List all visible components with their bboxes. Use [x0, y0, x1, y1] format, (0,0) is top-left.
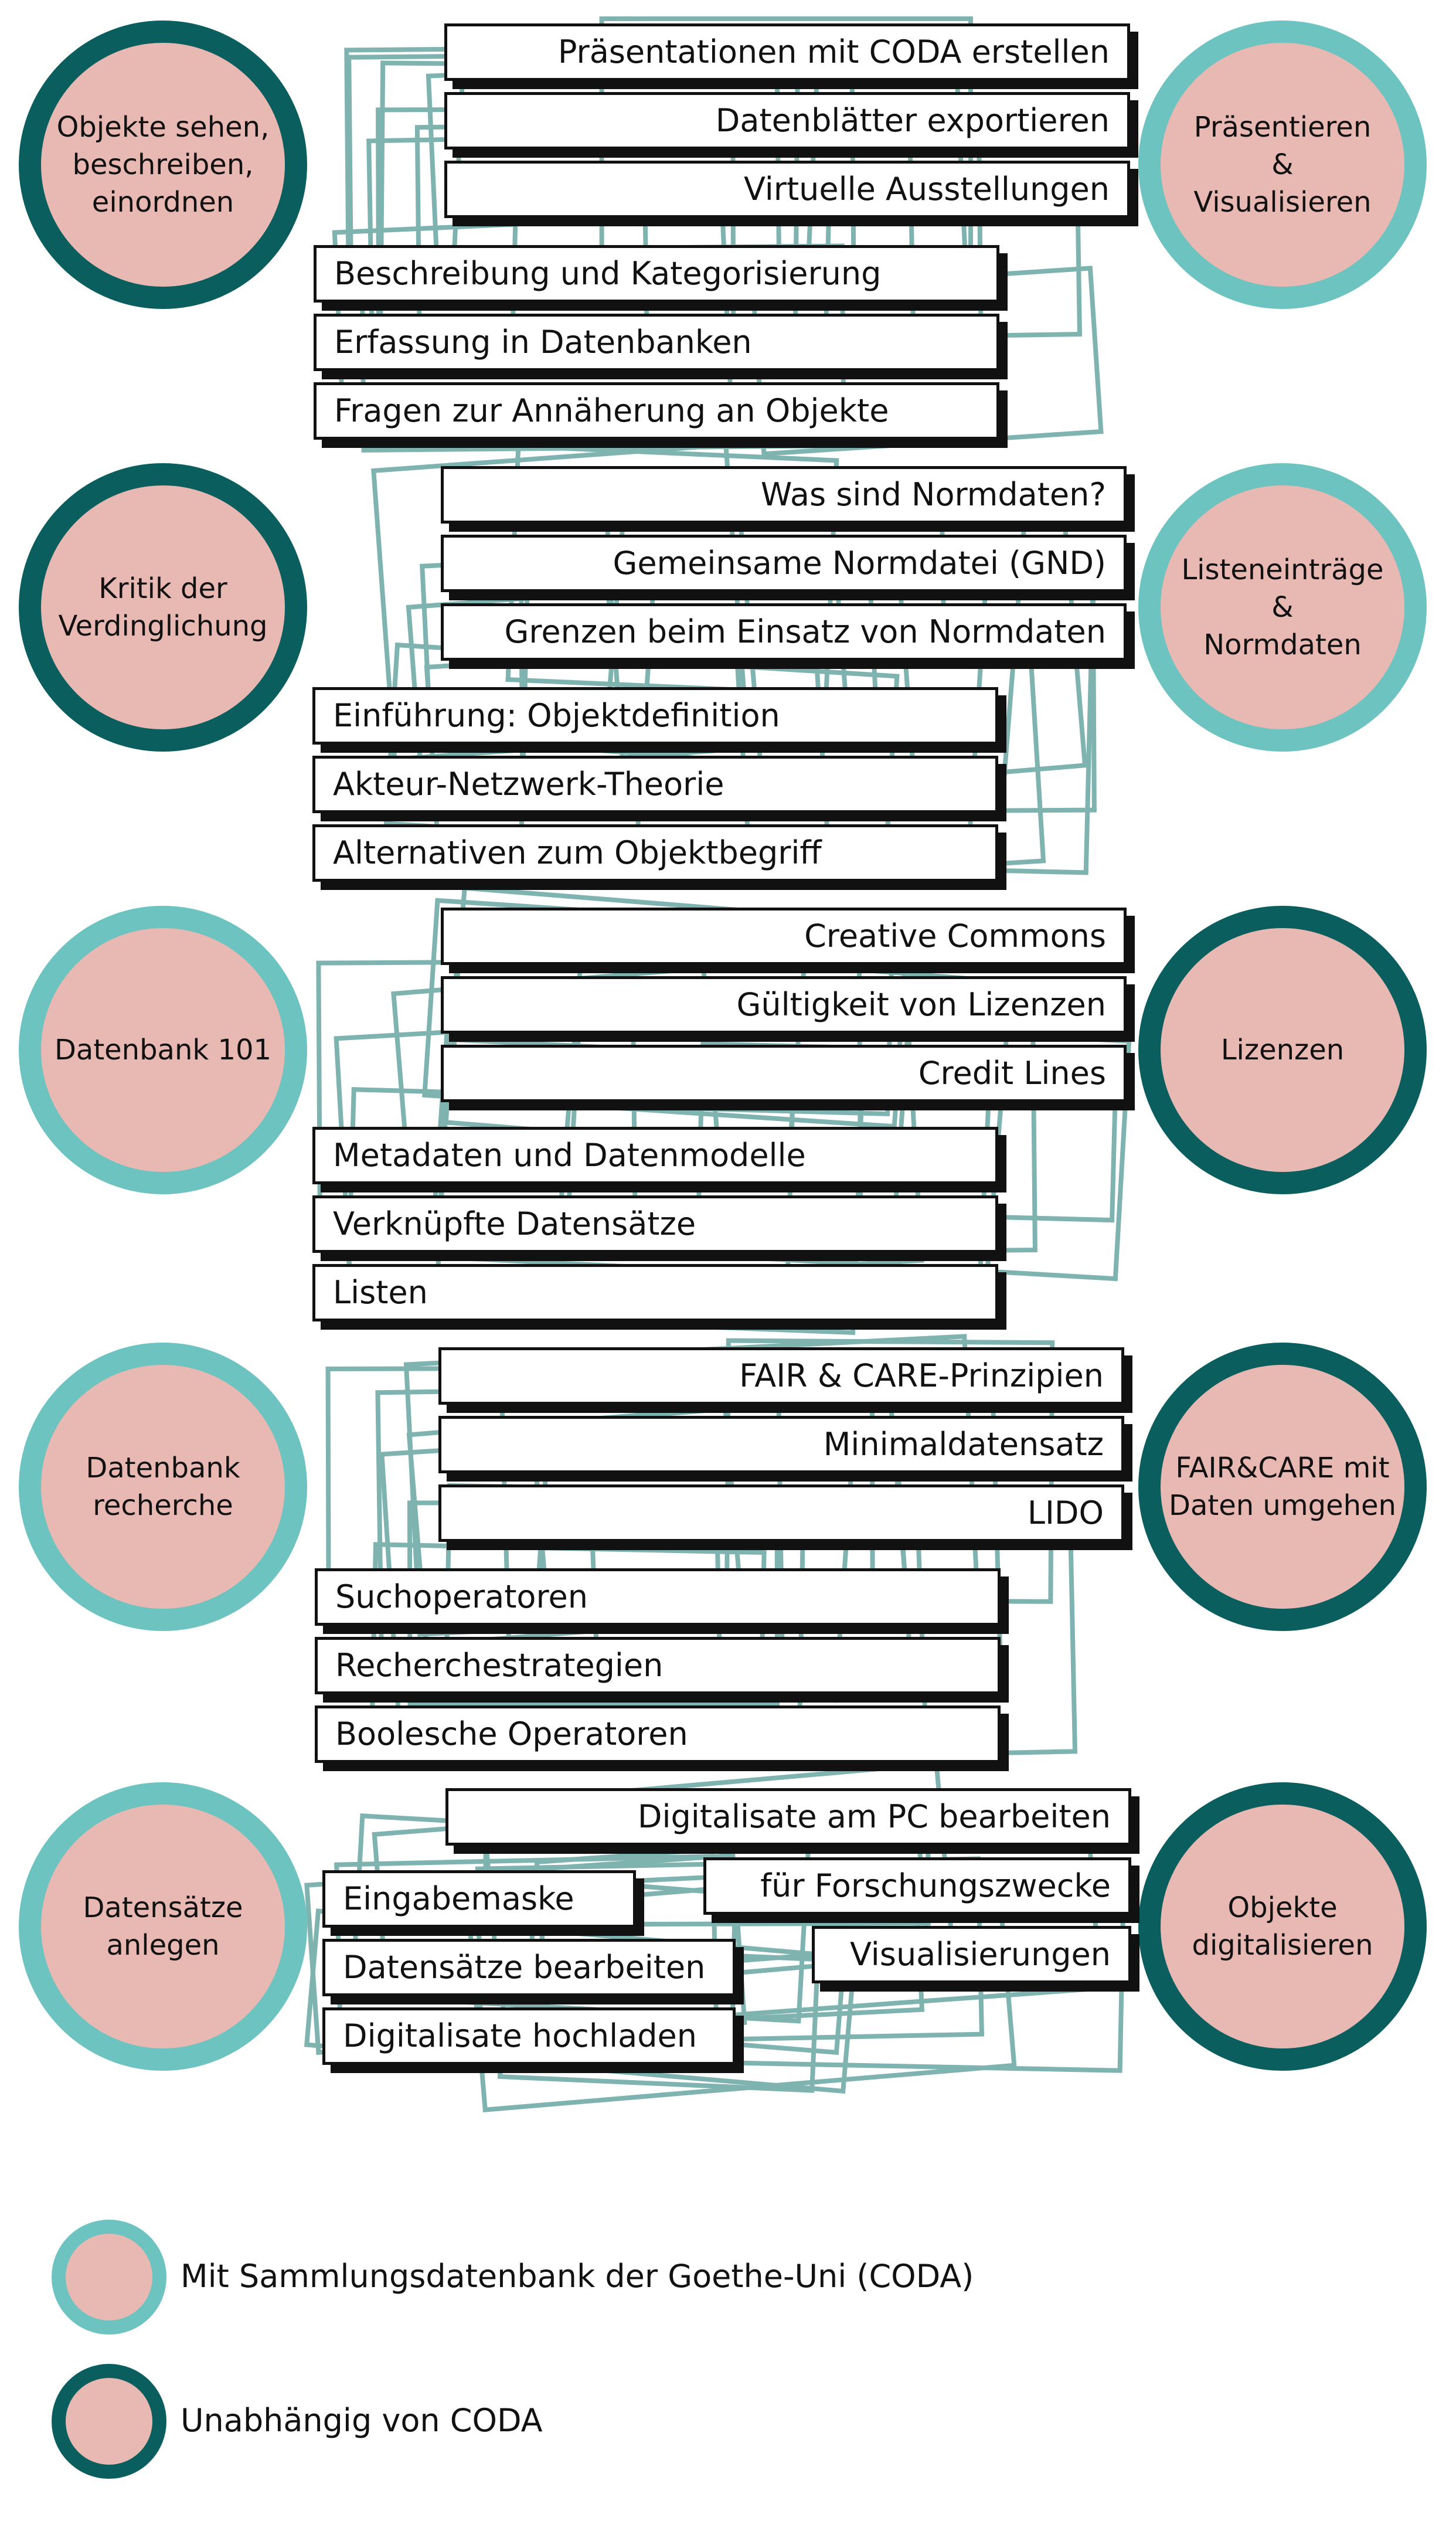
topic-box: Digitalisate am PC bearbeiten [445, 1788, 1131, 1846]
topic-box: Präsentationen mit CODA erstellen [444, 23, 1130, 81]
module-label: FAIR&CARE mit Daten umgehen [1169, 1452, 1396, 1522]
topic-box: FAIR & CARE-Prinzipien [438, 1347, 1124, 1405]
topic-box: für Forschungszwecke [703, 1857, 1131, 1915]
topic-box: Erfassung in Datenbanken [314, 314, 999, 371]
topic-box: Grenzen beim Einsatz von Normdaten [441, 603, 1127, 661]
module-circle-objekte-sehen: Objekte sehen, beschreiben, einordnen [19, 21, 307, 309]
topic-box: Verknüpfte Datensätze [312, 1195, 998, 1253]
legend-swatch-coda [52, 2220, 166, 2335]
topic-box: Creative Commons [441, 908, 1127, 965]
topic-box: Visualisierungen [812, 1926, 1131, 1983]
module-label: Lizenzen [1220, 1034, 1345, 1066]
module-circle-kritik-verdinglichung: Kritik der Verdinglichung [19, 463, 307, 752]
topic-box: Listen [312, 1264, 998, 1321]
topic-box: Eingabemaske [322, 1870, 636, 1928]
module-circle-praesentieren: Präsentieren & Visualisieren [1138, 21, 1427, 309]
module-label: Listeneinträge & Normdaten [1181, 553, 1384, 661]
module-circle-datenbank-101: Datenbank 101 [19, 906, 307, 1194]
topic-box: Fragen zur Annäherung an Objekte [314, 382, 999, 440]
topic-box: Datenblätter exportieren [444, 92, 1130, 150]
module-label: Präsentieren & Visualisieren [1193, 111, 1372, 219]
topic-box: Gemeinsame Normdatei (GND) [441, 535, 1127, 592]
topic-box: Boolesche Operatoren [315, 1705, 1001, 1763]
topic-box: Gültigkeit von Lizenzen [441, 976, 1127, 1034]
module-circle-lizenzen: Lizenzen [1138, 906, 1427, 1194]
topic-box: Datensätze bearbeiten [322, 1939, 736, 1996]
legend-swatch-independent [52, 2364, 166, 2479]
topic-box: Einführung: Objektdefinition [312, 687, 998, 745]
decorative-outline-rect [304, 1908, 858, 2094]
topic-box: Credit Lines [441, 1045, 1127, 1102]
module-label: Objekte digitalisieren [1192, 1891, 1373, 1962]
topic-box: Was sind Normdaten? [441, 466, 1127, 524]
module-label: Datensätze anlegen [83, 1891, 243, 1962]
module-circle-listeneintraege: Listeneinträge & Normdaten [1138, 463, 1427, 752]
topic-box: Minimaldatensatz [438, 1416, 1124, 1473]
topic-box: Beschreibung und Kategorisierung [314, 245, 999, 303]
module-circle-datenbankrecherche: Datenbank recherche [19, 1343, 307, 1631]
module-label: Objekte sehen, beschreiben, einordnen [56, 111, 270, 219]
topic-box: Akteur-Netzwerk-Theorie [312, 756, 998, 813]
topic-box: Alternativen zum Objektbegriff [312, 824, 998, 882]
topic-box: LIDO [438, 1484, 1124, 1542]
topic-box: Virtuelle Ausstellungen [444, 161, 1130, 218]
legend-text-coda: Mit Sammlungsdatenbank der Goethe-Uni (C… [181, 2258, 974, 2295]
module-circle-fair-care: FAIR&CARE mit Daten umgehen [1138, 1343, 1427, 1631]
topic-box: Suchoperatoren [315, 1568, 1001, 1626]
legend-text-independent: Unabhängig von CODA [181, 2402, 543, 2439]
topic-box: Digitalisate hochladen [322, 2007, 736, 2065]
module-label: Kritik der Verdinglichung [58, 572, 268, 643]
module-label: Datenbank 101 [54, 1034, 272, 1066]
topic-box: Recherchestrategien [315, 1637, 1001, 1694]
module-circle-datensaetze-anlegen: Datensätze anlegen [19, 1782, 307, 2071]
module-label: Datenbank recherche [86, 1452, 240, 1522]
module-circle-objekte-digitalisieren: Objekte digitalisieren [1138, 1782, 1427, 2071]
topic-box: Metadaten und Datenmodelle [312, 1127, 998, 1184]
